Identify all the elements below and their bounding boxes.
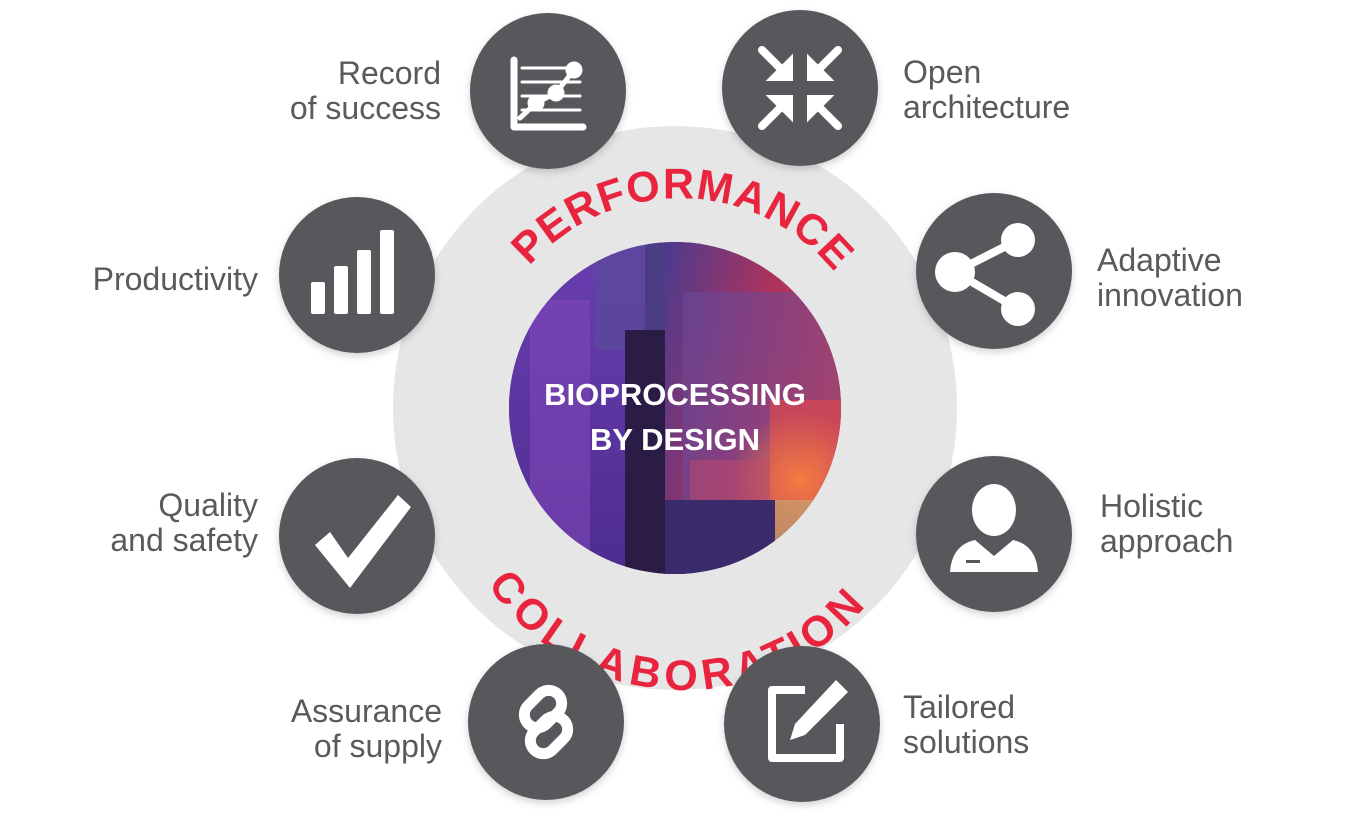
label-tailored: Tailored solutions bbox=[903, 689, 1030, 760]
node-open bbox=[722, 10, 878, 166]
center-title: BIOPROCESSING BY DESIGN bbox=[505, 372, 845, 462]
node-productivity bbox=[279, 197, 435, 353]
node-record bbox=[470, 13, 626, 169]
center-image-circle bbox=[509, 242, 841, 574]
node-adaptive bbox=[916, 193, 1072, 349]
compress-arrows-icon bbox=[758, 46, 842, 130]
node-quality bbox=[279, 458, 435, 614]
node-holistic bbox=[916, 456, 1072, 612]
label-open: Open architecture bbox=[903, 54, 1071, 125]
center-title-line2: BY DESIGN bbox=[590, 422, 760, 457]
label-productivity: Productivity bbox=[92, 261, 258, 297]
edit-pencil-icon bbox=[768, 680, 848, 762]
bar-chart-icon bbox=[311, 230, 394, 314]
checkmark-icon bbox=[315, 495, 411, 588]
label-adaptive: Adaptive innovation bbox=[1097, 242, 1243, 313]
person-icon bbox=[950, 484, 1038, 572]
label-assurance: Assurance of supply bbox=[290, 693, 442, 764]
label-quality: Quality and safety bbox=[110, 487, 258, 558]
chain-link-icon bbox=[518, 684, 574, 760]
label-holistic: Holistic approach bbox=[1100, 488, 1234, 559]
label-record: Record of success bbox=[289, 55, 441, 126]
share-icon bbox=[935, 223, 1035, 326]
center-title-line1: BIOPROCESSING bbox=[544, 377, 806, 412]
line-chart-icon bbox=[510, 56, 587, 131]
node-tailored bbox=[724, 646, 880, 802]
node-assurance bbox=[468, 644, 624, 800]
